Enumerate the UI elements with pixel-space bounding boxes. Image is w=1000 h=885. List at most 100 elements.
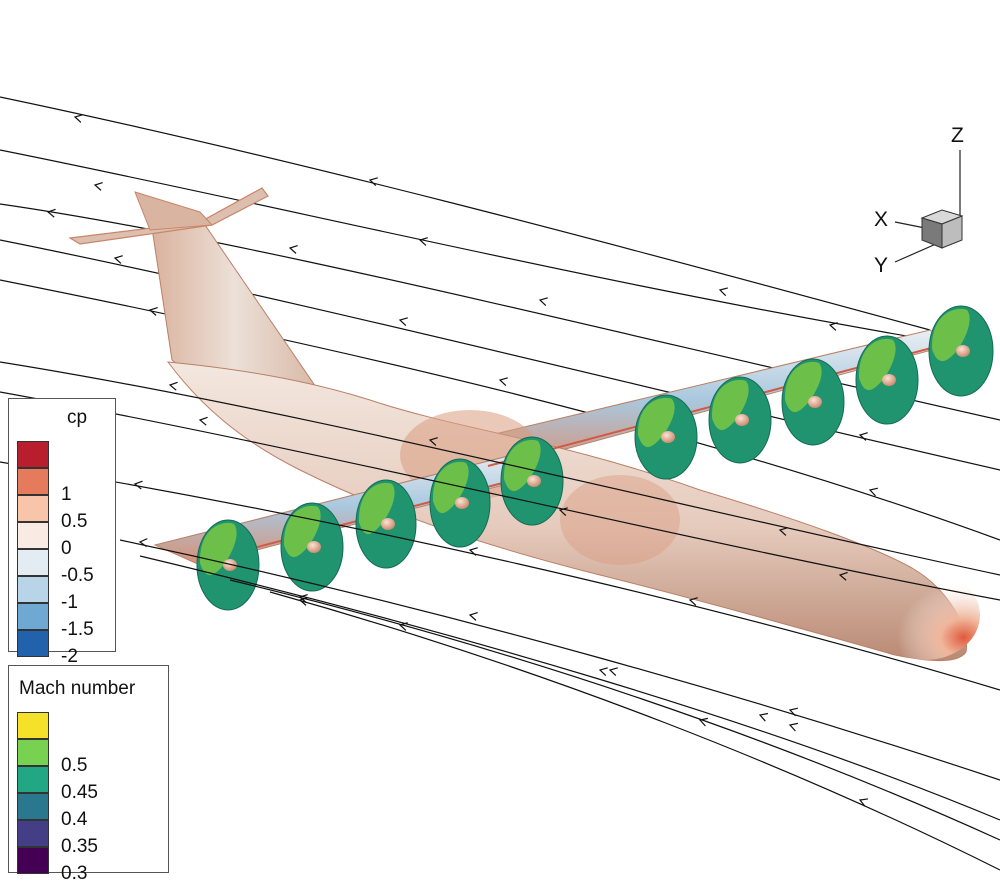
streamline-arrow-icon — [788, 707, 798, 717]
cp-legend-swatch — [17, 630, 49, 657]
streamline — [0, 203, 1000, 421]
spinner-icon — [527, 475, 541, 487]
propeller-disk — [280, 502, 344, 592]
streamline-arrow-icon — [468, 611, 478, 621]
spinner-icon — [307, 541, 321, 553]
cp-legend-title: cp — [67, 407, 88, 428]
propeller-disk — [634, 394, 698, 480]
spinner-icon — [956, 345, 970, 357]
spinner-icon — [735, 414, 749, 426]
streamline — [0, 239, 1000, 471]
streamline-arrow-icon — [198, 416, 208, 426]
z-axis-label: Z — [951, 124, 964, 147]
x-axis-label: X — [874, 208, 889, 231]
streamline — [0, 461, 1000, 691]
streamline-arrow-icon — [46, 208, 56, 218]
propeller-disk — [500, 436, 564, 526]
streamline-arrow-icon — [398, 317, 408, 327]
streamline — [229, 579, 1000, 841]
mach-legend-tick-label: 0.4 — [61, 809, 88, 830]
mach-legend-swatch — [17, 793, 49, 820]
streamline-arrow-icon — [828, 322, 838, 331]
streamline-arrow-icon — [428, 437, 438, 446]
spinner-icon — [455, 497, 469, 509]
cp-legend-swatch — [17, 441, 49, 468]
nose-stagnation-zone — [870, 570, 980, 660]
streamline — [269, 591, 1000, 871]
cp-legend-swatch — [17, 468, 49, 495]
triad-cube-side — [941, 215, 963, 249]
streamline-arrow-icon — [93, 181, 103, 191]
cp-legend-tick-label: -2 — [61, 646, 78, 667]
mach-legend-swatch — [17, 847, 49, 874]
propeller-disk — [708, 376, 772, 464]
streamline-arrow-icon — [468, 547, 478, 556]
streamline-arrow-icon — [778, 527, 788, 536]
streamline-arrow-icon — [838, 571, 848, 581]
cp-legend-swatch — [17, 495, 49, 522]
cp-legend-tick-label: -0.5 — [61, 565, 94, 586]
streamline-arrow-icon — [868, 487, 878, 497]
streamline-arrow-icon — [138, 538, 148, 548]
x-axis-line — [894, 221, 926, 229]
streamline — [0, 279, 1000, 541]
streamline-arrow-icon — [73, 114, 83, 123]
propeller-disks — [196, 305, 994, 611]
cp-legend-tick-label: 0 — [61, 538, 72, 559]
streamline-arrow-icon — [598, 667, 608, 677]
cp-legend-swatch — [17, 522, 49, 549]
cp-legend-swatch — [17, 549, 49, 576]
horizontal-tail-root — [134, 191, 214, 231]
spinner-icon — [808, 396, 822, 408]
streamline-arrow-icon — [858, 432, 868, 441]
mach-legend-tick-label: 0.5 — [61, 755, 88, 776]
streamline — [0, 96, 931, 331]
mach-legend-tick-label: 0.35 — [61, 836, 98, 857]
streamline — [0, 391, 1000, 601]
axes-triad — [894, 150, 964, 263]
mach-legend-tick-label: 0.3 — [61, 863, 88, 884]
streamline-arrow-icon — [148, 306, 158, 316]
mach-legend-swatch — [17, 766, 49, 793]
spinner-icon — [223, 559, 237, 571]
spinner-icon — [381, 518, 395, 530]
mach-legend-swatch — [17, 739, 49, 766]
streamline-arrow-icon — [298, 593, 308, 603]
streamline-arrow-icon — [418, 237, 428, 246]
streamline-arrow-icon — [398, 622, 408, 631]
streamline-arrow-icon — [758, 712, 769, 722]
streamline — [0, 149, 991, 351]
y-axis-label: Y — [874, 254, 889, 277]
cp-legend-swatch — [17, 603, 49, 630]
cp-legend-tick-label: -1.5 — [61, 619, 94, 640]
streamline-arrow-icon — [133, 480, 143, 490]
streamline-arrow-icon — [858, 798, 869, 807]
cp-legend-tick-label: -1 — [61, 592, 78, 613]
streamline — [0, 361, 1000, 576]
streamlines-front — [0, 361, 1000, 871]
cp-legend-tick-label: 0.5 — [61, 511, 88, 532]
propeller-disk — [355, 479, 417, 569]
streamline-arrow-icon — [608, 667, 618, 677]
spinner-icon — [882, 374, 896, 386]
propeller-disk — [429, 458, 491, 548]
streamline — [119, 539, 1000, 781]
streamline-arrow-icon — [113, 255, 123, 264]
streamline-arrow-icon — [688, 597, 698, 606]
streamline-arrow-icon — [718, 287, 728, 297]
propeller-disk — [855, 335, 919, 425]
propeller-disk — [928, 305, 994, 397]
cp-legend-swatch — [17, 576, 49, 603]
mach-legend-title: Mach number — [19, 678, 136, 699]
streamline-arrow-icon — [788, 722, 799, 732]
streamline-arrow-icon — [698, 717, 709, 727]
streamline-arrow-icon — [288, 244, 298, 254]
mach-legend-swatch — [17, 820, 49, 847]
propeller-disk — [781, 358, 845, 446]
fuselage-warm-band-rear — [560, 475, 680, 565]
mach-legend-swatch — [17, 712, 49, 739]
spinner-icon — [661, 431, 675, 443]
streamline-arrow-icon — [498, 377, 508, 387]
